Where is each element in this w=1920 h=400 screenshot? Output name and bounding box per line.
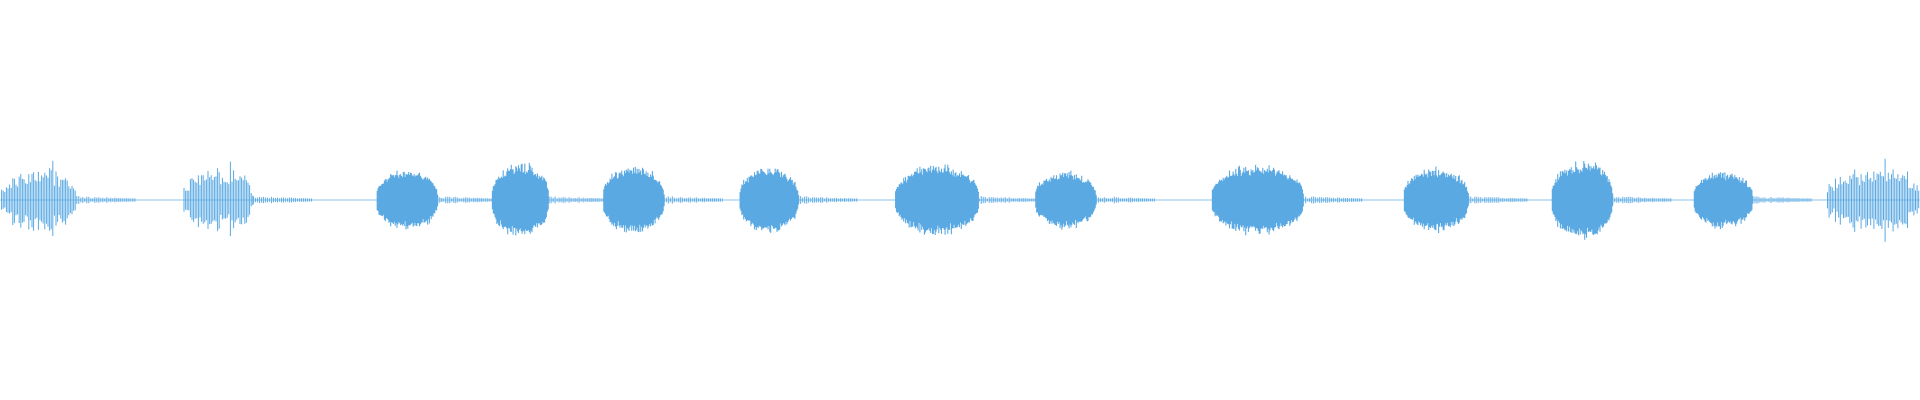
waveform-burst-path xyxy=(491,162,549,236)
waveform-burst xyxy=(1403,166,1528,233)
waveform-burst xyxy=(183,161,312,237)
waveform-burst-tail xyxy=(663,196,723,204)
waveform-burst-tail xyxy=(1303,196,1363,204)
waveform-bursts xyxy=(1,158,1920,242)
waveform-burst-tail xyxy=(76,196,136,204)
waveform-burst xyxy=(491,162,608,236)
waveform-burst xyxy=(1,160,136,236)
waveform-burst xyxy=(739,168,858,233)
waveform-burst-path xyxy=(603,166,665,233)
waveform-burst-tail xyxy=(1752,196,1812,204)
waveform-burst xyxy=(1827,158,1920,242)
waveform-burst-tail xyxy=(437,196,497,204)
waveform-burst-path xyxy=(1211,164,1304,236)
waveform-burst xyxy=(1551,161,1672,240)
waveform-burst-path xyxy=(1693,172,1754,230)
waveform-burst-path xyxy=(1827,158,1920,242)
waveform-burst-tail xyxy=(1612,196,1672,204)
waveform-burst-path xyxy=(1551,161,1614,240)
waveform-burst xyxy=(1693,172,1812,230)
waveform-burst-path xyxy=(1035,170,1097,230)
waveform-burst-tail xyxy=(798,196,858,204)
waveform-burst-tail xyxy=(1095,196,1155,204)
waveform-burst-path xyxy=(376,170,439,230)
waveform-burst-path xyxy=(895,164,979,235)
waveform-burst xyxy=(603,166,723,233)
waveform-burst-path xyxy=(1,160,76,236)
waveform-burst-tail xyxy=(978,196,1038,204)
waveform-burst xyxy=(895,164,1038,235)
waveform-burst-tail xyxy=(1468,196,1528,204)
waveform-burst xyxy=(376,170,497,230)
waveform-burst-path xyxy=(739,168,800,233)
waveform-burst-path xyxy=(1403,166,1469,233)
waveform-burst-path xyxy=(183,161,254,237)
waveform-burst xyxy=(1035,170,1155,230)
waveform-burst-tail xyxy=(252,196,312,204)
waveform-burst xyxy=(1211,164,1363,236)
waveform-burst-tail xyxy=(548,196,608,204)
